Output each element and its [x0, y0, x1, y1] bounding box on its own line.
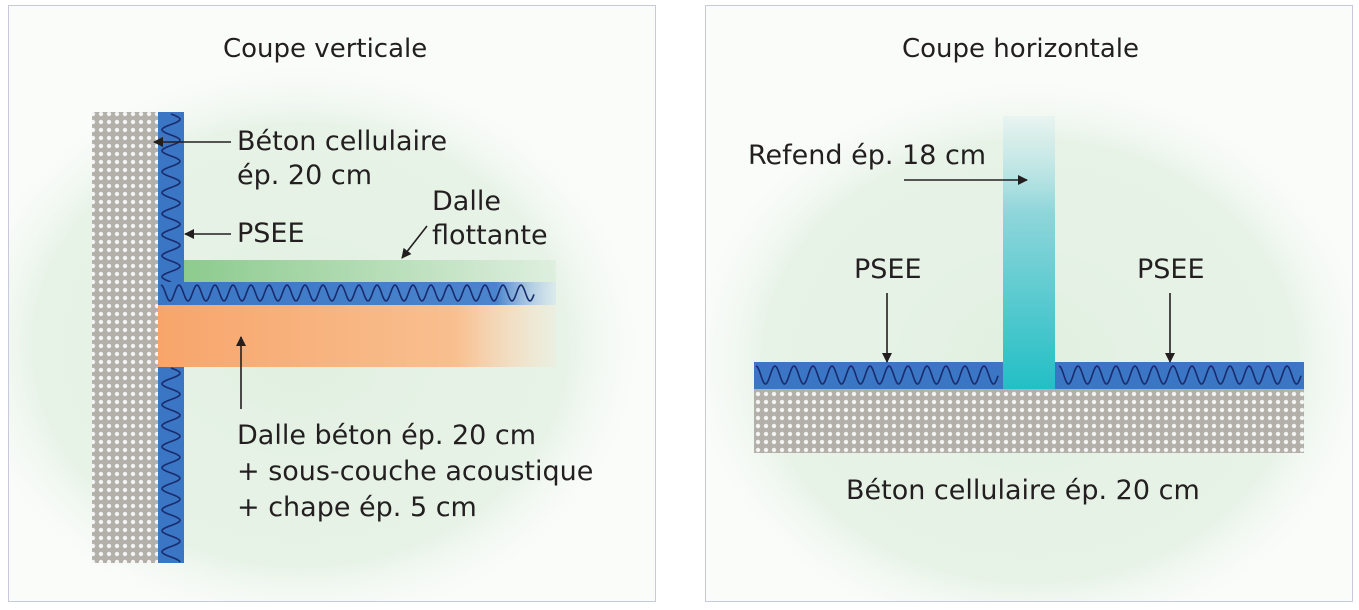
- refend-wall: [1003, 116, 1055, 389]
- floating-slab-label-line2: flottante: [432, 220, 548, 251]
- horizontal-wave-line: [160, 284, 535, 302]
- floating-slab-arrow: [401, 225, 428, 259]
- concrete-slab-label-line2: + sous-couche acoustique: [237, 456, 594, 487]
- horizontal-section-drawing: [706, 66, 1352, 601]
- vertical-section-title: Coupe verticale: [223, 34, 428, 64]
- concrete-slab: [158, 305, 556, 367]
- floating-slab-label-line1: Dalle: [432, 186, 501, 217]
- horizontal-section-panel: Coupe horizontale Refend ép. 18 cm PSEE …: [705, 5, 1353, 602]
- cellular-concrete-wall: [754, 389, 1304, 453]
- horizontal-section-title: Coupe horizontale: [902, 34, 1139, 64]
- vertical-section-panel: Coupe verticale Béton cellulaire ép. 20 …: [8, 5, 656, 602]
- concrete-slab-label-line1: Dalle béton ép. 20 cm: [237, 420, 537, 451]
- right-wave-line: [1058, 365, 1302, 385]
- psee-right-label: PSEE: [1137, 254, 1205, 285]
- refend-label: Refend ép. 18 cm: [748, 140, 987, 171]
- vertical-section-drawing: [9, 66, 655, 601]
- psee-left-label: PSEE: [854, 254, 922, 285]
- psee-label: PSEE: [237, 218, 305, 249]
- left-wave-line: [755, 365, 999, 385]
- horizontal-psee-insulation: [158, 282, 556, 305]
- wall-label: Béton cellulaire ép. 20 cm: [846, 475, 1200, 506]
- wall-label-line2: ép. 20 cm: [237, 160, 372, 191]
- floating-slab: [184, 260, 556, 282]
- wall-label-line1: Béton cellulaire: [237, 126, 448, 157]
- cellular-concrete-wall: [92, 112, 158, 563]
- concrete-slab-label-line3: + chape ép. 5 cm: [237, 492, 477, 523]
